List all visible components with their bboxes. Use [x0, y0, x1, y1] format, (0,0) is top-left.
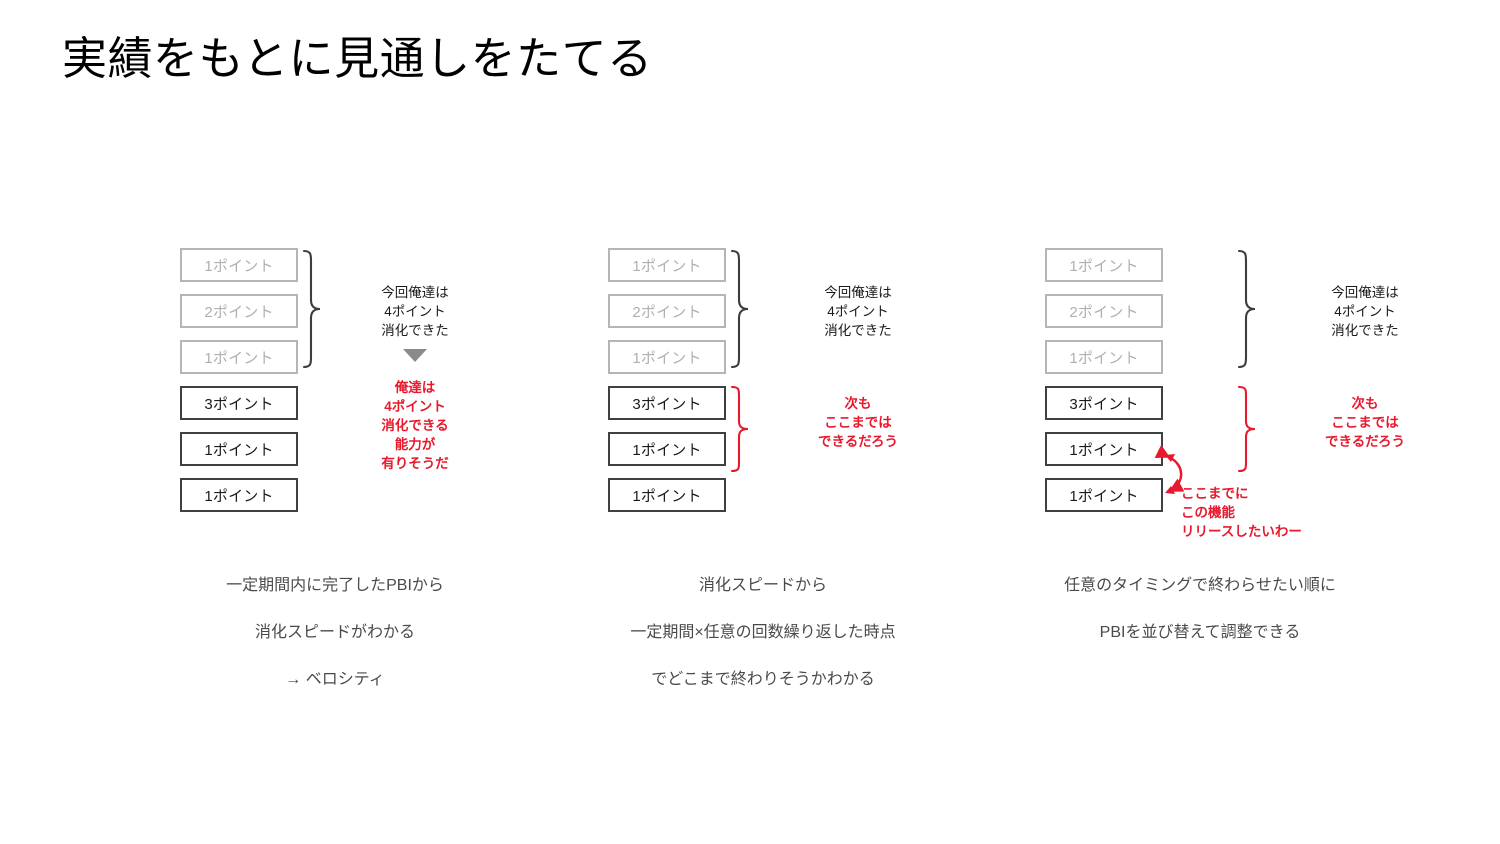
- pbi-box[interactable]: 1ポイント: [180, 432, 298, 466]
- pbi-box[interactable]: 1ポイント: [180, 478, 298, 512]
- done-brace-icon: [302, 249, 321, 369]
- annotation-line: 俺達は: [394, 380, 436, 395]
- annotation-line: 次も: [844, 396, 872, 411]
- annotation-forecast-2: 次も ここまでは できるだろう: [773, 394, 943, 451]
- pbi-box[interactable]: 1ポイント: [180, 340, 298, 374]
- annotation-forecast-3: 次も ここまでは できるだろう: [1280, 394, 1450, 451]
- annotation-line: この機能: [1181, 505, 1235, 520]
- double-curved-arrow-icon: [1154, 444, 1185, 494]
- annotation-release-3: ここまでに この機能 リリースしたいわー: [1181, 484, 1361, 541]
- caption-line: 任意のタイミングで終わらせたい順に: [1064, 577, 1336, 594]
- forecast-brace-icon: [730, 385, 749, 473]
- pbi-stack-1: 1ポイント 2ポイント 1ポイント 3ポイント 1ポイント 1ポイント: [180, 248, 300, 524]
- pbi-box[interactable]: 1ポイント: [180, 248, 298, 282]
- annotation-line: 4ポイント: [827, 304, 889, 319]
- panel-forecast: 1ポイント 2ポイント 1ポイント 3ポイント 1ポイント 1ポイント 今回俺達…: [528, 0, 998, 844]
- caption-velocity: 一定期間内に完了したPBIから 消化スピードがわかる → ベロシティ: [100, 562, 570, 703]
- annotation-line: できるだろう: [818, 434, 898, 449]
- annotation-line: 4ポイント: [384, 304, 446, 319]
- caption-line: → ベロシティ: [285, 671, 385, 688]
- pbi-box[interactable]: 1ポイント: [1045, 432, 1163, 466]
- page-title: 実績をもとに見通しをたてる: [62, 33, 653, 84]
- annotation-line: 4ポイント: [384, 399, 446, 414]
- caption-line: 消化スピードがわかる: [254, 624, 415, 641]
- caption-reorder: 任意のタイミングで終わらせたい順に PBIを並び替えて調整できる: [965, 562, 1435, 656]
- pbi-box[interactable]: 3ポイント: [1045, 386, 1163, 420]
- annotation-line: 有りそうだ: [381, 456, 449, 471]
- pbi-box[interactable]: 1ポイント: [1045, 478, 1163, 512]
- annotation-line: 消化できる: [381, 418, 449, 433]
- caption-line: 消化スピードから: [698, 577, 827, 594]
- annotation-line: 消化できた: [824, 323, 892, 338]
- pbi-box[interactable]: 1ポイント: [1045, 248, 1163, 282]
- annotation-line: 次も: [1351, 396, 1379, 411]
- forecast-brace-icon: [1237, 385, 1256, 473]
- annotation-done-3: 今回俺達は 4ポイント 消化できた: [1280, 283, 1450, 340]
- pbi-box[interactable]: 2ポイント: [1045, 294, 1163, 328]
- annotation-capability-1: 俺達は 4ポイント 消化できる 能力が 有りそうだ: [330, 378, 500, 473]
- pbi-box[interactable]: 1ポイント: [1045, 340, 1163, 374]
- annotation-line: ここまでは: [824, 415, 892, 430]
- annotation-line: 今回俺達は: [1331, 285, 1399, 300]
- annotation-done-1: 今回俺達は 4ポイント 消化できた: [330, 283, 500, 340]
- annotation-line: ここまでは: [1331, 415, 1399, 430]
- pbi-stack-2: 1ポイント 2ポイント 1ポイント 3ポイント 1ポイント 1ポイント: [608, 248, 728, 524]
- caption-forecast: 消化スピードから 一定期間×任意の回数繰り返した時点 でどこまで終わりそうかわか…: [528, 562, 998, 703]
- panel-reorder: 1ポイント 2ポイント 1ポイント 3ポイント 1ポイント 1ポイント 今回俺達…: [965, 0, 1435, 844]
- pbi-box[interactable]: 1ポイント: [608, 340, 726, 374]
- pbi-box[interactable]: 2ポイント: [180, 294, 298, 328]
- annotation-line: 消化できた: [1331, 323, 1399, 338]
- panel-velocity: 1ポイント 2ポイント 1ポイント 3ポイント 1ポイント 1ポイント 今回俺達…: [100, 0, 570, 844]
- annotation-line: 消化できた: [381, 323, 449, 338]
- caption-line: 一定期間内に完了したPBIから: [226, 577, 444, 594]
- pbi-box[interactable]: 1ポイント: [608, 478, 726, 512]
- annotation-line: 今回俺達は: [381, 285, 449, 300]
- pbi-box[interactable]: 1ポイント: [608, 432, 726, 466]
- done-brace-icon: [1237, 249, 1256, 369]
- caption-line: PBIを並び替えて調整できる: [1099, 624, 1301, 641]
- done-brace-icon: [730, 249, 749, 369]
- annotation-line: リリースしたいわー: [1181, 524, 1302, 539]
- pbi-box[interactable]: 2ポイント: [608, 294, 726, 328]
- caption-line: 一定期間×任意の回数繰り返した時点: [630, 624, 896, 641]
- pbi-box[interactable]: 3ポイント: [608, 386, 726, 420]
- pbi-box[interactable]: 1ポイント: [608, 248, 726, 282]
- caption-line: でどこまで終わりそうかわかる: [651, 671, 875, 688]
- annotation-line: 能力が: [394, 437, 436, 452]
- pbi-box[interactable]: 3ポイント: [180, 386, 298, 420]
- annotation-done-2: 今回俺達は 4ポイント 消化できた: [773, 283, 943, 340]
- down-triangle-icon: [403, 349, 427, 362]
- pbi-stack-3: 1ポイント 2ポイント 1ポイント 3ポイント 1ポイント 1ポイント: [1045, 248, 1165, 524]
- annotation-line: 今回俺達は: [824, 285, 892, 300]
- annotation-line: ここまでに: [1181, 486, 1249, 501]
- annotation-line: できるだろう: [1325, 434, 1405, 449]
- annotation-line: 4ポイント: [1334, 304, 1396, 319]
